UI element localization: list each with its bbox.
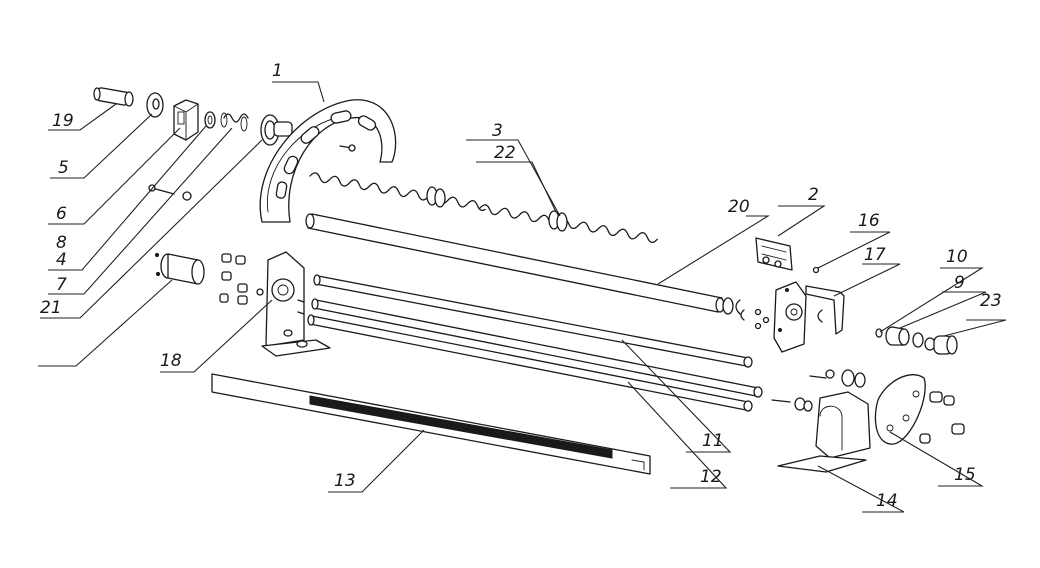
part-2-bracket	[755, 237, 793, 271]
callout-5: 5	[58, 158, 69, 178]
callout-8: 8	[56, 233, 67, 253]
callout-16: 16	[858, 211, 880, 231]
leader-lines	[38, 81, 1007, 513]
callout-17: 17	[864, 245, 886, 265]
part-21-end-cap	[154, 252, 205, 285]
callout-15: 15	[954, 465, 976, 485]
part-15-round-plate	[874, 374, 965, 445]
part-14-side-bracket	[771, 369, 871, 473]
callout-18: 18	[160, 351, 182, 371]
callout-9: 9	[954, 273, 965, 293]
callout-14: 14	[876, 491, 898, 511]
callout-2: 2	[808, 185, 819, 205]
callout-11: 11	[702, 431, 724, 451]
part-16-gear-bracket	[754, 266, 820, 353]
callout-23: 23	[980, 291, 1002, 311]
part-13-flat-bar	[211, 373, 651, 475]
callout-10: 10	[946, 247, 968, 267]
callout-13: 13	[334, 471, 356, 491]
callout-19: 19	[52, 111, 74, 131]
part-5-washer	[146, 92, 164, 118]
callout-12: 12	[700, 467, 722, 487]
part-11-shafts	[311, 274, 763, 398]
callout-labels: 1 19 5 6 8 4 7 21 18 3 22 2 20 16 17 10 …	[40, 61, 1002, 511]
part-20-rod	[305, 213, 745, 321]
part-9-roller	[885, 326, 910, 346]
callout-21: 21	[40, 298, 62, 318]
callout-7: 7	[56, 275, 67, 295]
part-screw-small	[148, 184, 192, 201]
callout-6: 6	[56, 204, 67, 224]
part-12-shaft	[307, 314, 753, 412]
callout-20: 20	[728, 197, 750, 217]
part-18-side-plate	[219, 251, 331, 357]
callout-4: 4	[56, 250, 67, 270]
callout-22: 22	[494, 143, 516, 163]
callout-1: 1	[272, 61, 283, 81]
part-22-collars	[426, 186, 568, 232]
part-6-block	[173, 99, 199, 141]
part-1-arc-frame	[259, 99, 397, 223]
part-19-pin	[93, 87, 134, 107]
callout-3: 3	[492, 121, 503, 141]
part-17-l-bracket	[805, 285, 845, 335]
part-8-ring	[204, 111, 216, 129]
part-7-hub	[260, 114, 293, 146]
part-23-knob	[912, 332, 958, 355]
part-10-washer	[875, 328, 883, 338]
part-4-spring	[220, 112, 249, 132]
